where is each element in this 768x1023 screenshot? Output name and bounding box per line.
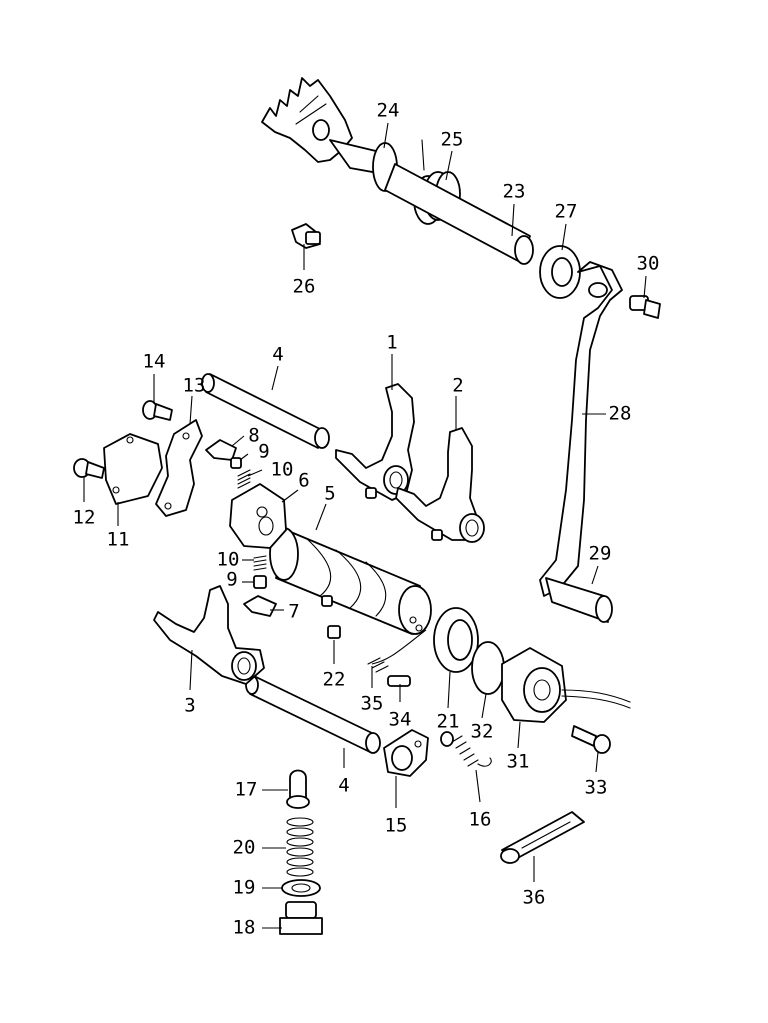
part-9-pin-upper xyxy=(230,457,242,469)
callout-26: 26 xyxy=(293,276,316,298)
part-26-bolt xyxy=(291,223,321,249)
callout-9-upper: 9 xyxy=(258,441,269,463)
callout-20: 20 xyxy=(233,837,256,859)
callout-8: 8 xyxy=(248,425,259,447)
callout-24: 24 xyxy=(377,100,400,122)
part-1-shift-fork xyxy=(335,383,415,501)
callout-4-upper: 4 xyxy=(272,344,283,366)
part-21-gasket xyxy=(433,607,479,673)
callout-1: 1 xyxy=(386,332,397,354)
part-10-spring-lower xyxy=(253,555,267,571)
part-11-stopper-plate xyxy=(103,433,163,505)
part-4-fork-shaft-lower xyxy=(245,675,381,754)
callout-4-lower: 4 xyxy=(338,775,349,797)
part-16-tension-spring xyxy=(440,731,492,767)
part-18-plug-bolt xyxy=(279,901,323,935)
part-9-pin-lower xyxy=(253,575,267,589)
callout-13: 13 xyxy=(183,375,206,397)
part-2-shift-fork xyxy=(395,427,485,543)
part-30-pinch-bolt xyxy=(629,295,661,319)
callout-34: 34 xyxy=(389,709,412,731)
part-36-plate xyxy=(500,811,585,864)
callout-30: 30 xyxy=(637,253,660,275)
part-4-fork-shaft-upper xyxy=(201,373,330,449)
part-8-clip xyxy=(205,439,237,461)
callout-32: 32 xyxy=(471,721,494,743)
part-22-pin xyxy=(327,625,341,639)
leader-lines xyxy=(83,122,647,929)
callout-11: 11 xyxy=(107,529,130,551)
callout-2: 2 xyxy=(452,375,463,397)
part-24-gear-segment-shaft xyxy=(261,77,398,192)
part-7-clip xyxy=(243,595,277,617)
part-32-o-ring xyxy=(471,641,505,695)
part-13-gasket-plate xyxy=(155,419,203,517)
callout-labels: 1 2 3 4 4 5 6 7 8 9 9 10 10 11 12 13 14 … xyxy=(73,100,660,939)
part-14-screw xyxy=(142,400,173,421)
callout-12: 12 xyxy=(73,507,96,529)
part-34-pin xyxy=(387,675,411,687)
callout-15: 15 xyxy=(385,815,408,837)
callout-6: 6 xyxy=(298,470,309,492)
callout-18: 18 xyxy=(233,917,256,939)
part-15-shift-arm xyxy=(383,729,429,777)
part-17-plunger xyxy=(286,769,310,809)
part-29-pedal-rubber xyxy=(545,577,613,623)
callout-23: 23 xyxy=(503,181,526,203)
callout-16: 16 xyxy=(469,809,492,831)
callout-9-lower: 9 xyxy=(226,569,237,591)
part-35-spring xyxy=(367,657,389,673)
callout-28: 28 xyxy=(609,403,632,425)
callout-36: 36 xyxy=(523,887,546,909)
part-12-screw xyxy=(73,458,105,479)
part-23-shift-shaft xyxy=(384,163,534,265)
callout-14: 14 xyxy=(143,351,166,373)
callout-21: 21 xyxy=(437,711,460,733)
callout-17: 17 xyxy=(235,779,258,801)
part-20-spring xyxy=(286,817,314,877)
part-33-bolt xyxy=(571,725,611,754)
part-27-oil-seal xyxy=(539,245,581,299)
part-3-shift-fork xyxy=(153,585,265,685)
part-19-washer xyxy=(281,879,321,897)
callout-3: 3 xyxy=(184,695,195,717)
callout-25: 25 xyxy=(441,129,464,151)
callout-27: 27 xyxy=(555,201,578,223)
callout-33: 33 xyxy=(585,777,608,799)
callout-35: 35 xyxy=(361,693,384,715)
callout-31: 31 xyxy=(507,751,530,773)
callout-29: 29 xyxy=(589,543,612,565)
callout-5: 5 xyxy=(324,483,335,505)
part-6-stopper-cam xyxy=(229,483,287,549)
part-10-spring-upper xyxy=(237,469,251,489)
callout-10-lower: 10 xyxy=(217,549,240,571)
callout-7: 7 xyxy=(288,601,299,623)
callout-10-upper: 10 xyxy=(271,459,294,481)
callout-22: 22 xyxy=(323,669,346,691)
callout-19: 19 xyxy=(233,877,256,899)
part-31-switch-housing xyxy=(501,647,631,723)
